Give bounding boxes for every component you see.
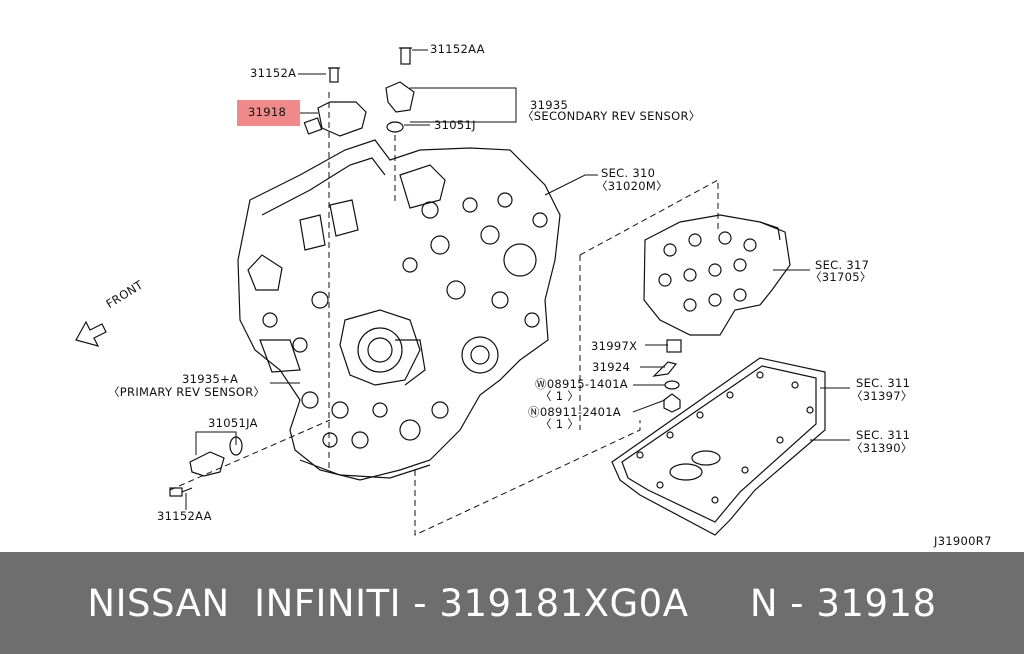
label-secondary-sensor-number: 31935 bbox=[530, 98, 569, 112]
label-part-31997x: 31997X bbox=[591, 339, 638, 353]
label-oring-top: 31051J bbox=[434, 118, 476, 132]
label-nut-qty: 〈 1 〉 bbox=[540, 417, 580, 431]
diagram-code: J31900R7 bbox=[934, 534, 992, 548]
front-arrow-icon bbox=[75, 320, 107, 347]
label-sec310: SEC. 310 bbox=[601, 166, 656, 180]
label-sec311-b-ref: 〈31390〉 bbox=[851, 441, 913, 455]
transmission-drawing bbox=[75, 47, 850, 536]
label-part-31924: 31924 bbox=[592, 360, 631, 374]
part-number-caption: NISSAN INFINITI - 319181XG0A N - 31918 bbox=[87, 582, 937, 625]
label-sec311-a-ref: 〈31397〉 bbox=[851, 389, 913, 403]
label-sec311-b: SEC. 311 bbox=[856, 428, 911, 442]
valve-body bbox=[643, 214, 791, 413]
label-sec317: SEC. 317 bbox=[815, 258, 870, 272]
washer-part-number: 08915-1401A bbox=[546, 377, 628, 391]
label-oring-bottom: 31051JA bbox=[208, 416, 258, 430]
part-highlight bbox=[237, 100, 300, 126]
label-nut: Ⓝ08911-2401A bbox=[528, 405, 621, 419]
label-sec317-ref: 〈31705〉 bbox=[810, 270, 872, 284]
nut-part-number: 08911-2401A bbox=[539, 405, 621, 419]
label-primary-sensor-number: 31935+A bbox=[182, 372, 239, 386]
label-bolt-bottom: 31152AA bbox=[157, 509, 212, 523]
label-washer-qty: 〈 1 〉 bbox=[540, 389, 580, 403]
dashed-guides bbox=[169, 92, 719, 536]
footer-banner: NISSAN INFINITI - 319181XG0A N - 31918 bbox=[0, 552, 1024, 654]
label-bolt-top-right: 31152AA bbox=[430, 42, 485, 56]
label-highlighted-part: 31918 bbox=[248, 105, 287, 119]
label-primary-sensor-name: 〈PRIMARY REV SENSOR〉 bbox=[108, 385, 266, 399]
label-sec311-a: SEC. 311 bbox=[856, 376, 911, 390]
leader-lines bbox=[185, 49, 850, 510]
oil-pan bbox=[611, 357, 826, 536]
label-secondary-sensor-name: 〈SECONDARY REV SENSOR〉 bbox=[522, 109, 701, 123]
transmission-case bbox=[237, 139, 561, 481]
top-parts bbox=[303, 47, 415, 137]
label-bolt-top-left: 31152A bbox=[250, 66, 297, 80]
primary-sensor bbox=[169, 436, 243, 497]
parts-diagram: 31152AA 31152A 31918 31935 〈SECONDARY RE… bbox=[75, 42, 992, 548]
label-washer: Ⓦ08915-1401A bbox=[535, 377, 628, 391]
label-sec310-ref: 〈31020M〉 bbox=[596, 179, 668, 193]
